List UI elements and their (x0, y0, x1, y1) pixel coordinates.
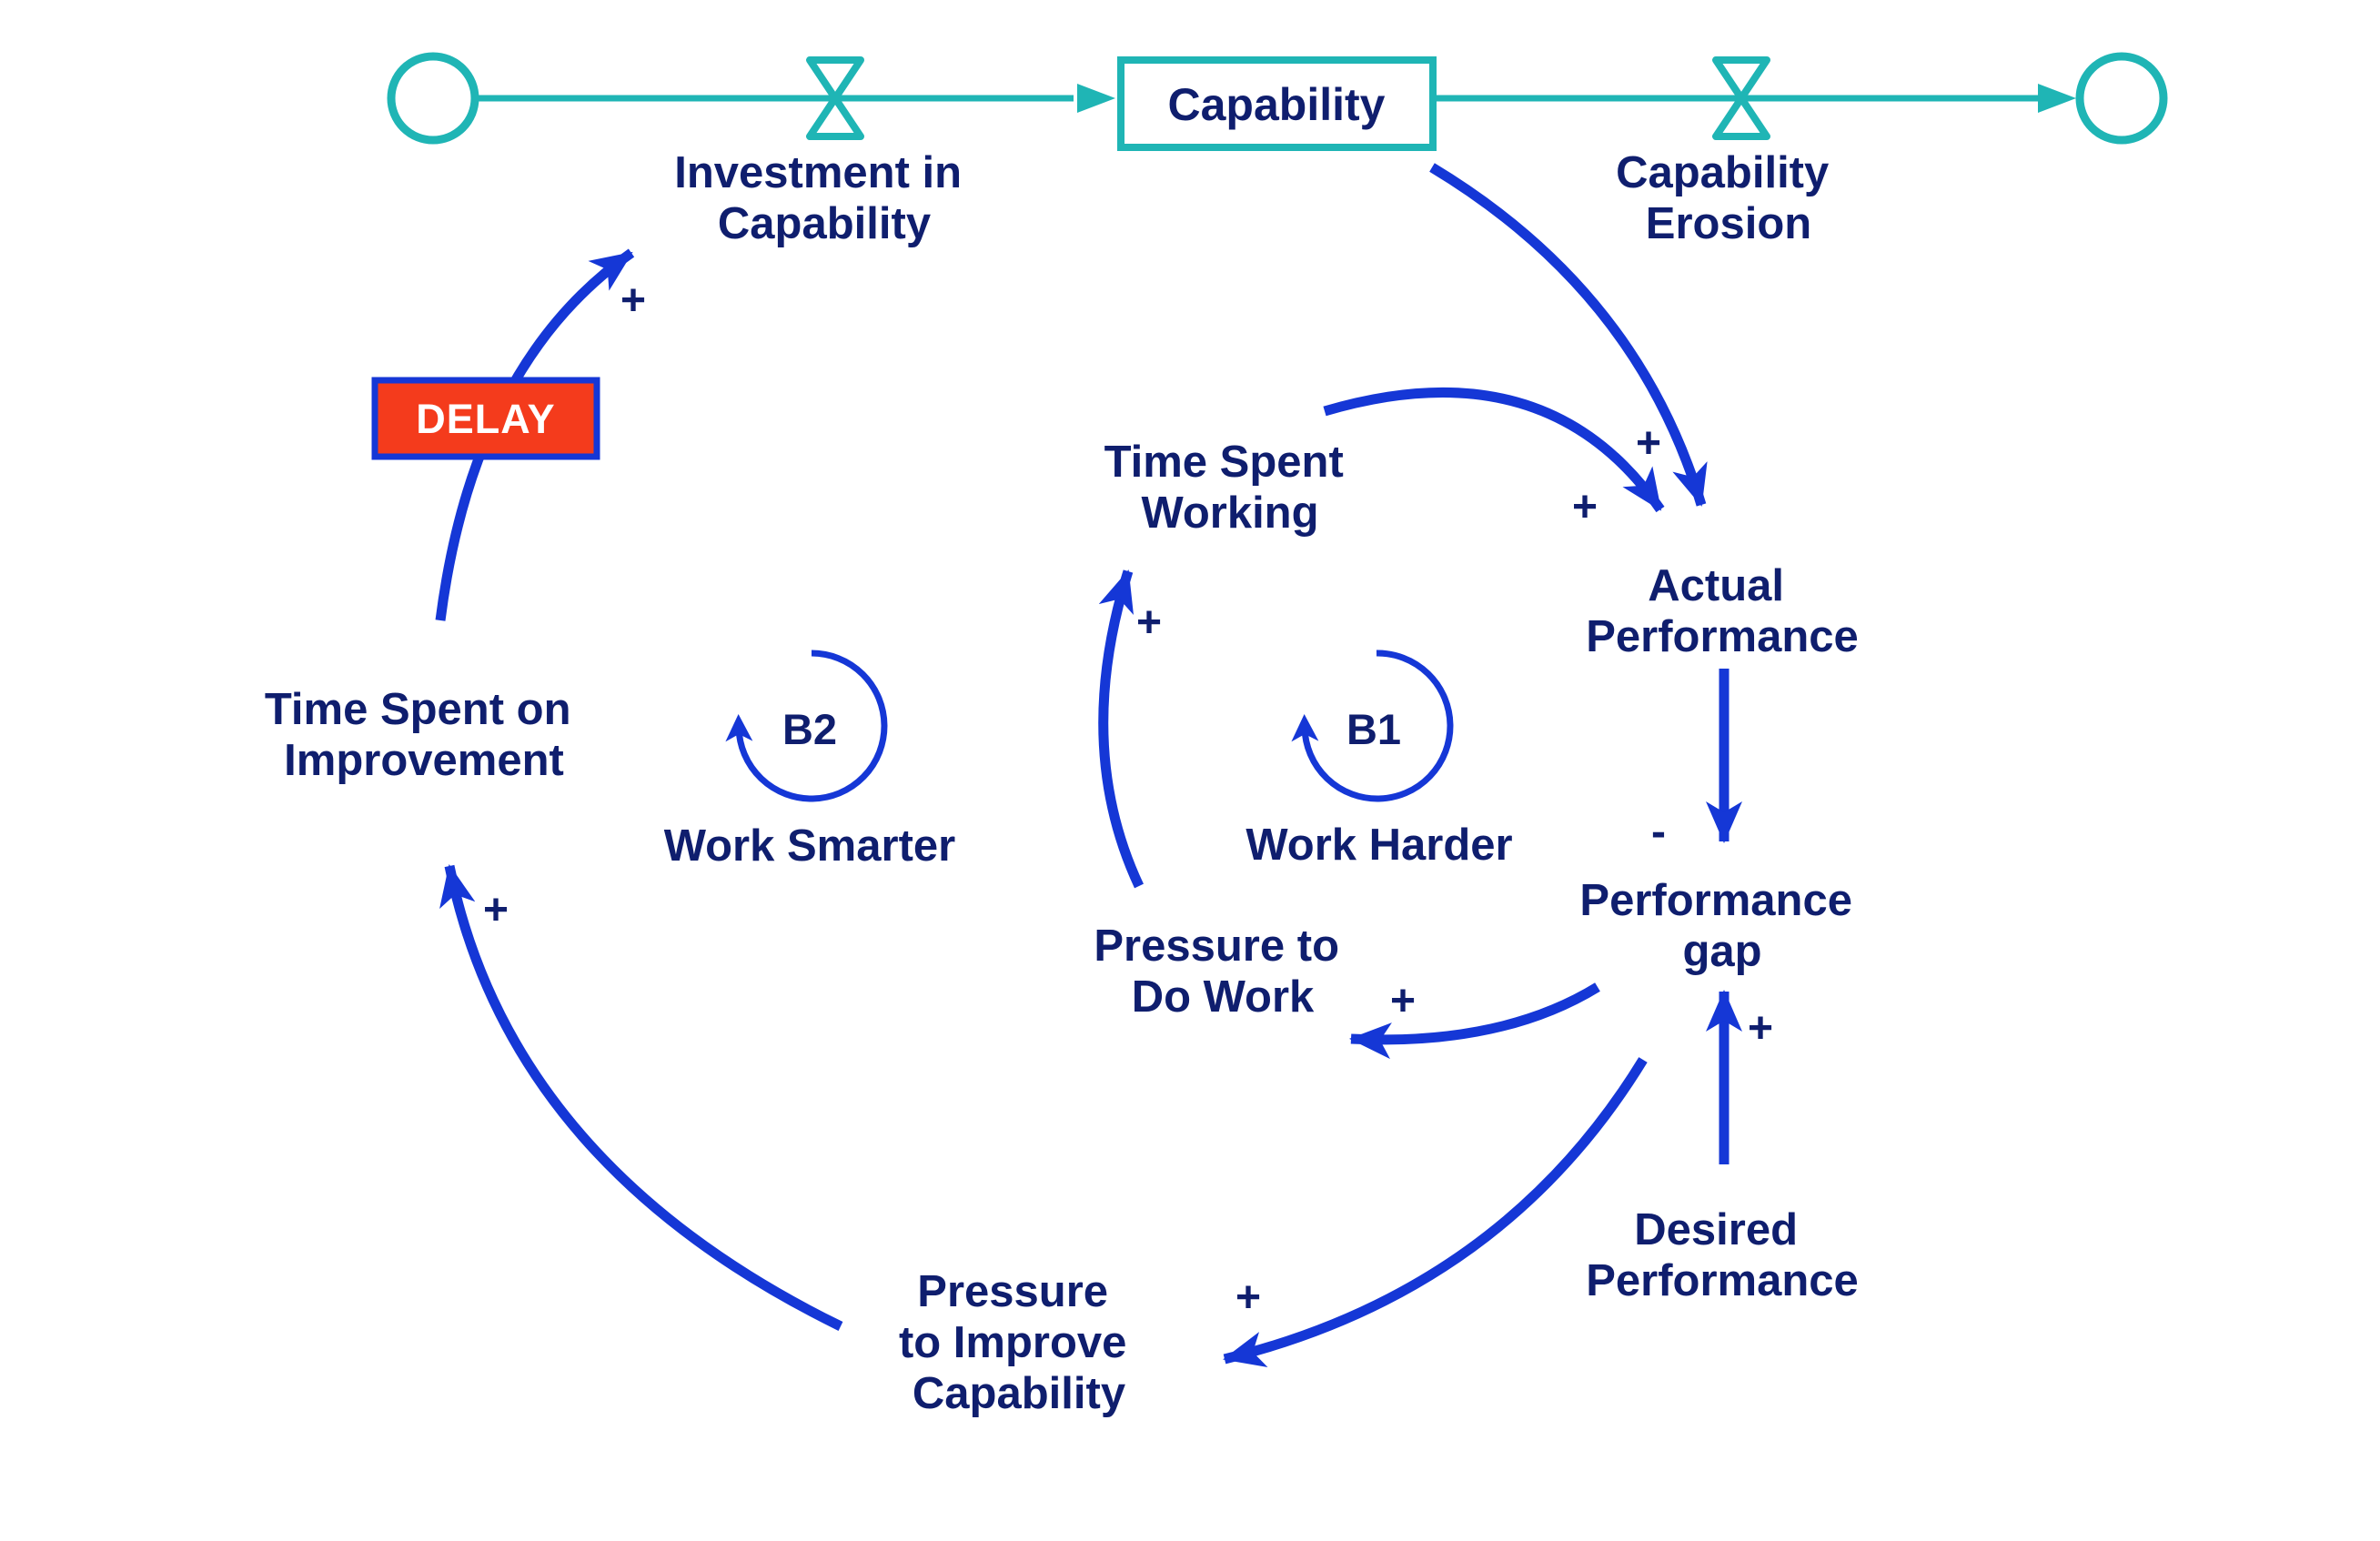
loop-b1-id: B1 (1346, 705, 1401, 753)
polarity-pressure-work-to-working: + (1136, 599, 1162, 647)
delay-label: DELAY (416, 396, 555, 442)
stock-capability[interactable] (1117, 56, 1437, 151)
inflow-arrowhead (1077, 84, 1115, 113)
outflow-label: Capability Erosion (1616, 148, 1841, 248)
link-gap-to-pressure-improve (1223, 1057, 1648, 1368)
polarity-actual-to-gap: - (1651, 808, 1666, 856)
inflow-label: Investment in Capability (674, 148, 973, 248)
causal-links (435, 163, 1742, 1368)
var-desired-performance: Desired Performance (1586, 1205, 1859, 1305)
polarity-capability-to-actual: + (1636, 419, 1661, 468)
inflow-valve (806, 56, 864, 140)
link-gap-to-pressure-work (1349, 982, 1600, 1060)
variables: Time Spent Working Actual Performance Pe… (265, 438, 1864, 1418)
stock-flow-chain: Capability Investment in Capability Capa… (387, 52, 2168, 248)
polarity-signs: + + - + + + + + + (483, 277, 1773, 1322)
source-cloud (387, 52, 479, 145)
stock-label: Capability (1168, 79, 1386, 130)
polarity-working-to-actual: + (1572, 483, 1598, 531)
var-time-spent-on-improvement: Time Spent on Improvement (265, 685, 583, 785)
polarity-gap-to-pressure-work: + (1390, 977, 1416, 1025)
var-performance-gap: Performance gap (1579, 876, 1864, 976)
loop-b2-circular-arrow-icon (725, 650, 888, 802)
var-pressure-to-do-work: Pressure to Do Work (1094, 922, 1351, 1022)
polarity-gap-to-pressure-improve: + (1235, 1274, 1261, 1322)
loop-b1-name: Work Harder (1245, 821, 1512, 870)
polarity-desired-to-gap: + (1748, 1004, 1773, 1053)
polarity-improvement-to-investment: + (620, 277, 646, 325)
sink-cloud (2075, 52, 2168, 145)
link-working-to-actual-performance (1323, 387, 1665, 513)
delay-box (371, 377, 600, 460)
link-capability-to-actual-performance (1429, 163, 1708, 507)
outflow-arrowhead (2038, 84, 2076, 113)
delay-marker: DELAY (371, 377, 600, 460)
loop-b2-name: Work Smarter (664, 821, 955, 871)
loop-b1: B1 Work Harder (1245, 650, 1513, 870)
outflow-valve (1712, 56, 1770, 140)
loop-b1-circular-arrow-icon (1291, 650, 1454, 802)
link-pressure-work-to-working (1098, 569, 1144, 889)
link-pressure-improve-to-improvement (439, 864, 843, 1331)
polarity-pressure-improve-to-improvement: + (483, 886, 509, 934)
loop-b2-id: B2 (782, 705, 837, 753)
var-time-spent-working: Time Spent Working (1104, 438, 1356, 538)
var-actual-performance: Actual Performance (1586, 561, 1859, 661)
var-pressure-to-improve-capability: Pressure to Improve Capability (899, 1267, 1139, 1418)
loop-b2: B2 Work Smarter (664, 650, 955, 871)
